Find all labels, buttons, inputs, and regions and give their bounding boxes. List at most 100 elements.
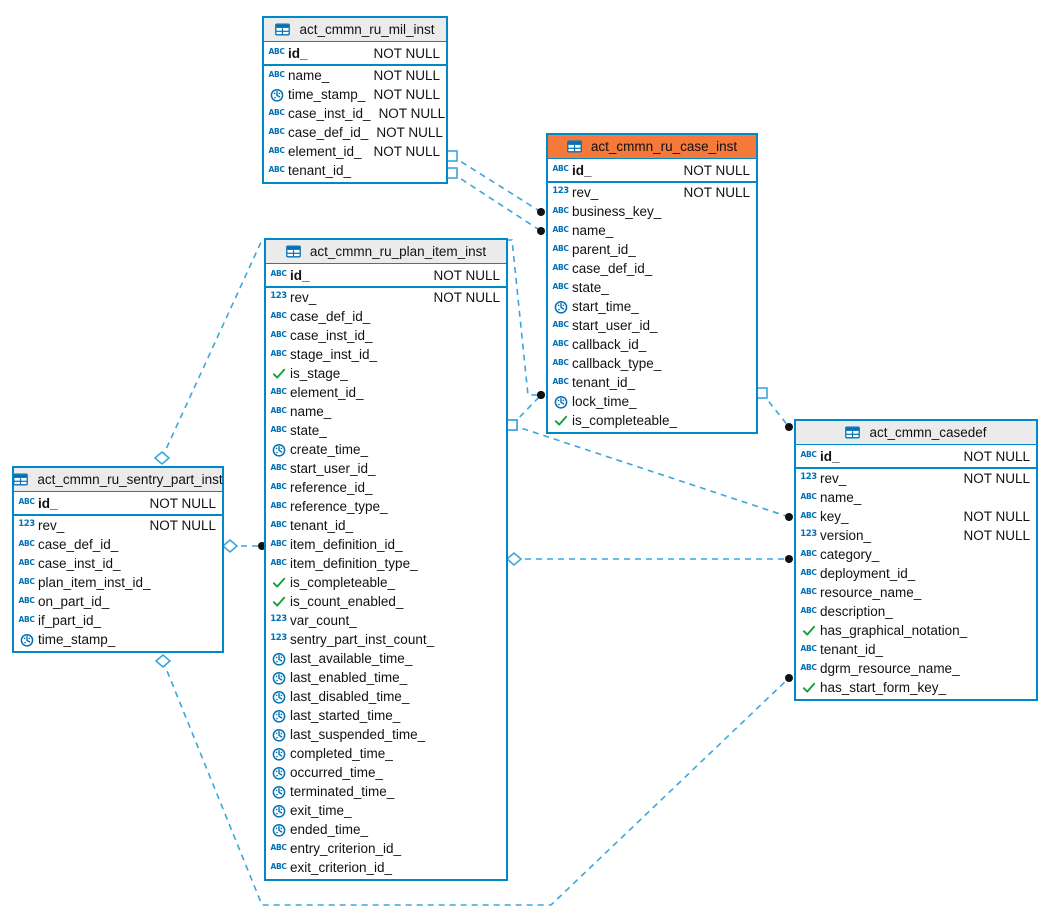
column-row[interactable]: ended_time_ [266,820,506,839]
table-header-sentry_part_inst[interactable]: act_cmmn_ru_sentry_part_inst [13,468,223,492]
abc-string-icon: ABC [270,269,287,279]
column-row[interactable]: last_started_time_ [266,706,506,725]
column-row[interactable]: has_start_form_key_ [796,678,1036,697]
column-row[interactable]: is_count_enabled_ [266,592,506,611]
column-row[interactable]: lock_time_ [548,392,756,411]
table-header-case_inst[interactable]: act_cmmn_ru_case_inst [548,135,756,159]
abc-string-icon: ABC [552,243,569,253]
abc-string-icon: ABC [268,47,285,57]
relationship-rel-planitem-to-caseinst-tenant[interactable] [506,391,545,431]
column-row[interactable]: last_disabled_time_ [266,687,506,706]
column-row[interactable]: last_available_time_ [266,649,506,668]
table-header-plan_item_inst[interactable]: act_cmmn_ru_plan_item_inst [266,240,506,264]
column-row[interactable]: is_completeable_ [266,573,506,592]
column-row[interactable]: terminated_time_ [266,782,506,801]
column-row[interactable]: time_stamp_NOT NULL [264,85,446,104]
column-row[interactable]: last_enabled_time_ [266,668,506,687]
abc-string-icon: ABC [268,126,285,136]
column-row[interactable]: is_completeable_ [548,411,756,430]
not-null-badge: NOT NULL [963,509,1030,524]
column-row[interactable]: exit_time_ [266,801,506,820]
column-row[interactable]: last_suspended_time_ [266,725,506,744]
relationship-rel-planitem-to-casedef-category[interactable] [505,551,793,567]
column-row[interactable]: create_time_ [266,440,506,459]
relationship-rel-caseinst-to-casedef-header[interactable] [756,387,793,431]
column-row[interactable]: start_time_ [548,297,756,316]
table-header-mil_inst[interactable]: act_cmmn_ru_mil_inst [264,18,446,42]
column-row[interactable]: time_stamp_ [14,630,222,649]
relationship-rel-mil-to-caseinst-name[interactable] [446,167,545,235]
relationship-rel-sentry-to-planitem[interactable] [221,538,266,554]
table-header-casedef[interactable]: act_cmmn_casedef [796,421,1036,445]
not-null-badge: NOT NULL [963,528,1030,543]
not-null-badge: NOT NULL [963,471,1030,486]
column-row[interactable]: has_graphical_notation_ [796,621,1036,640]
column-row[interactable]: occurred_time_ [266,763,506,782]
column-row[interactable]: completed_time_ [266,744,506,763]
relationship-rel-mil-to-caseinst-business-key[interactable] [446,150,545,216]
column-row[interactable]: is_stage_ [266,364,506,383]
clock-timestamp-icon [271,708,286,723]
relationship-rel-caseinst-to-casedef-key[interactable] [506,419,793,521]
abc-string-icon: ABC [270,310,287,320]
